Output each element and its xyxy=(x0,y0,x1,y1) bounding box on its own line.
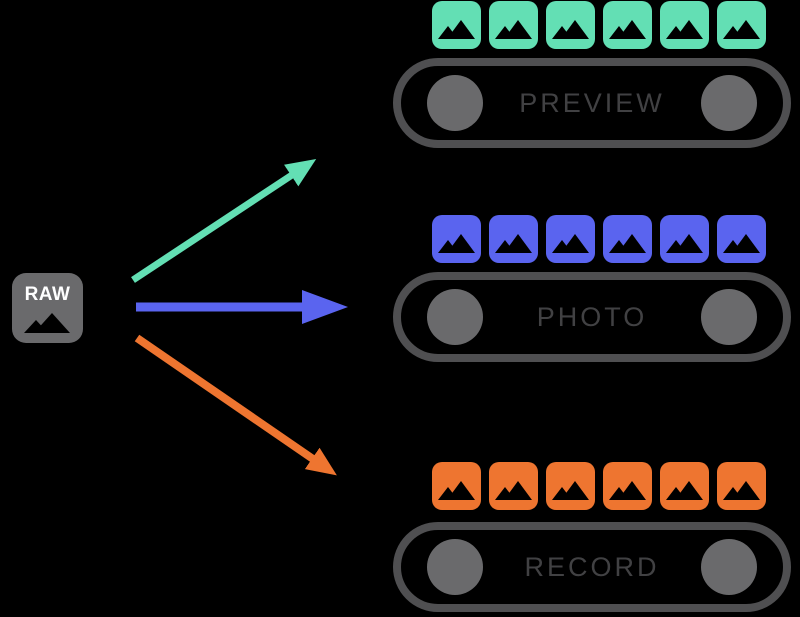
image-frame-icon xyxy=(603,215,652,263)
frame-row-preview xyxy=(432,1,791,49)
mountain-icon xyxy=(438,20,475,39)
arrow-to-preview xyxy=(131,159,317,283)
mountain-icon xyxy=(723,20,760,39)
mountain-icon xyxy=(609,234,646,253)
mountain-icon xyxy=(666,20,703,39)
mountain-icon xyxy=(552,234,589,253)
image-frame-icon xyxy=(546,215,595,263)
roller-icon xyxy=(700,539,757,595)
conveyor-record: RECORD xyxy=(393,522,791,612)
image-frame-icon xyxy=(717,462,766,510)
frame-row-record xyxy=(432,462,791,510)
mountain-icon xyxy=(495,481,532,500)
mountain-icon xyxy=(723,481,760,500)
mountain-icon xyxy=(495,20,532,39)
arrow-to-record xyxy=(134,334,337,476)
image-frame-icon xyxy=(489,462,538,510)
mountain-icon xyxy=(666,234,703,253)
mountain-icon xyxy=(552,481,589,500)
image-frame-icon xyxy=(603,1,652,49)
roller-icon xyxy=(427,289,483,345)
mountain-icon xyxy=(609,481,646,500)
roller-icon xyxy=(701,75,757,131)
pipeline-label-record: RECORD xyxy=(524,551,660,582)
pipeline-label-preview: PREVIEW xyxy=(519,87,665,118)
conveyor-preview: PREVIEW xyxy=(393,58,791,148)
conveyor-photo: PHOTO xyxy=(393,272,791,362)
mountain-icon xyxy=(23,313,70,333)
pipeline-preview: PREVIEW xyxy=(393,1,791,148)
mountain-icon xyxy=(438,234,475,253)
image-frame-icon xyxy=(432,1,481,49)
image-frame-icon xyxy=(660,215,709,263)
mountain-icon xyxy=(609,20,646,39)
image-frame-icon xyxy=(546,1,595,49)
mountain-icon xyxy=(666,481,703,500)
raw-label: RAW xyxy=(24,284,71,305)
raw-source-node: RAW xyxy=(12,273,83,343)
image-frame-icon xyxy=(660,462,709,510)
image-frame-icon xyxy=(546,462,595,510)
pipeline-record: RECORD xyxy=(393,462,791,612)
image-frame-icon xyxy=(717,215,766,263)
image-frame-icon xyxy=(489,215,538,263)
mountain-icon xyxy=(723,234,760,253)
image-frame-icon xyxy=(432,462,481,510)
pipeline-label-photo: PHOTO xyxy=(536,301,648,332)
roller-icon xyxy=(700,289,757,345)
image-frame-icon xyxy=(660,1,709,49)
image-frame-icon xyxy=(489,1,538,49)
mountain-icon xyxy=(438,481,475,500)
mountain-icon xyxy=(552,20,589,39)
image-frame-icon xyxy=(432,215,481,263)
roller-icon xyxy=(427,539,483,595)
frame-row-photo xyxy=(432,215,791,263)
mountain-icon xyxy=(495,234,532,253)
roller-icon xyxy=(427,75,483,131)
image-frame-icon xyxy=(603,462,652,510)
pipeline-photo: PHOTO xyxy=(393,215,791,362)
image-frame-icon xyxy=(717,1,766,49)
